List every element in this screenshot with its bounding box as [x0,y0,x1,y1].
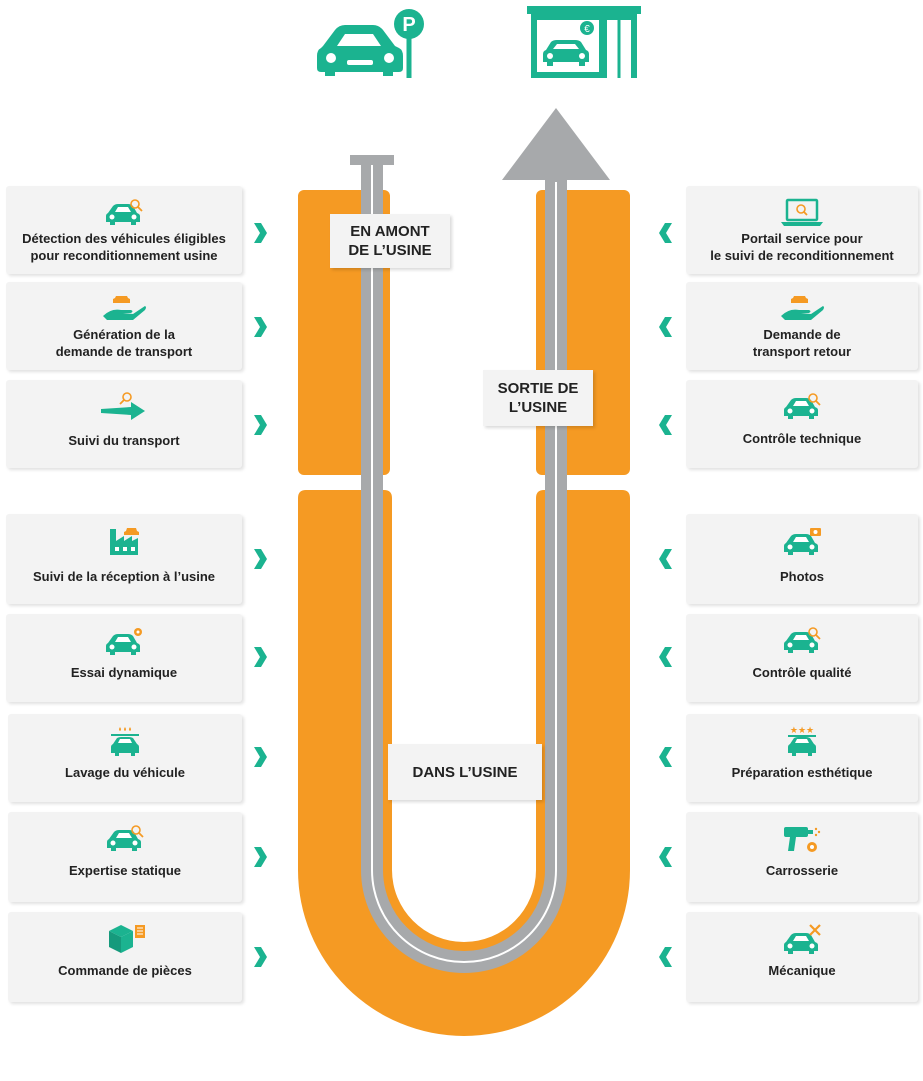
step-label: Portail service pour le suivi de recondi… [710,231,894,263]
car-search-icon [104,196,144,230]
factory-car-icon [106,524,142,558]
step-label: Photos [779,569,825,584]
parts-box-icon [103,922,147,956]
gray-path-cap [350,155,394,165]
chevron-right-icon [254,747,267,767]
car-wash-icon [107,724,143,758]
step-card-vehicle-detection[interactable]: Détection des véhicules éligibles pour r… [6,186,242,274]
car-gear-icon [104,624,144,658]
step-card-cosmetic-prep[interactable]: ★★★ Préparation esthétique [686,714,918,802]
step-card-photos[interactable]: Photos [686,514,918,604]
step-label: Demande de transport retour [752,327,852,359]
step-card-return-transport[interactable]: Demande de transport retour [686,282,918,370]
white-stripe [371,158,557,963]
car-search-icon [105,822,145,856]
chevron-right-icon [254,549,267,569]
chevron-right-icon [254,647,267,667]
chevron-left-icon [659,415,672,435]
step-card-parts-order[interactable]: Commande de pièces [8,912,242,1002]
step-card-quality-control[interactable]: Contrôle qualité [686,614,918,702]
chevron-left-icon [659,549,672,569]
step-label: Essai dynamique [70,665,178,680]
step-label: Suivi de la réception à l’usine [32,569,216,584]
step-card-transport-request[interactable]: Génération de la demande de transport [6,282,242,370]
step-label: Contrôle technique [742,431,862,446]
chevron-left-icon [659,317,672,337]
step-label: Mécanique [768,963,836,978]
chevron-left-icon [659,223,672,243]
car-search-icon [782,624,822,658]
svg-text:€: € [584,24,590,35]
car-tools-icon [782,922,822,956]
arrow-search-icon [99,390,149,424]
step-card-vehicle-wash[interactable]: Lavage du véhicule [8,714,242,802]
stage-upstream-label: EN AMONT DE L’USINE [330,214,450,268]
laptop-search-icon [779,196,825,230]
car-camera-icon [782,524,822,558]
chevron-left-icon [659,947,672,967]
chevron-right-icon [254,847,267,867]
chevron-right-icon [254,223,267,243]
chevron-right-icon [254,415,267,435]
chevron-left-icon [659,647,672,667]
step-label: Préparation esthétique [731,765,873,780]
gray-flow-path [361,150,567,973]
step-card-road-test[interactable]: Essai dynamique [6,614,242,702]
step-card-mechanics[interactable]: Mécanique [686,912,918,1002]
step-label: Carrosserie [765,863,839,878]
step-label: Détection des véhicules éligibles pour r… [22,231,226,263]
hand-car-icon [101,292,147,326]
hand-car-icon [779,292,825,326]
exit-arrow-head [502,108,610,180]
step-card-transport-tracking[interactable]: Suivi du transport [6,380,242,468]
paint-gun-icon [782,822,822,856]
step-card-bodywork[interactable]: Carrosserie [686,812,918,902]
car-stars-icon: ★★★ [784,724,820,758]
step-card-factory-reception[interactable]: Suivi de la réception à l’usine [6,514,242,604]
car-parking-icon: P [315,6,425,78]
car-search-icon [782,390,822,424]
step-label: Commande de pièces [58,963,192,978]
car-dealership-icon: € [527,6,641,78]
chevron-right-icon [254,317,267,337]
step-card-service-portal[interactable]: Portail service pour le suivi de recondi… [686,186,918,274]
svg-text:P: P [402,14,415,36]
step-card-technical-inspection[interactable]: Contrôle technique [686,380,918,468]
svg-text:★★★: ★★★ [790,726,814,736]
chevron-left-icon [659,747,672,767]
stage-exit-label: SORTIE DE L’USINE [483,370,593,426]
step-label: Lavage du véhicule [65,765,185,780]
step-label: Suivi du transport [68,433,180,448]
step-card-static-inspection[interactable]: Expertise statique [8,812,242,902]
step-label: Expertise statique [69,863,181,878]
stage-factory-label: DANS L’USINE [388,744,542,800]
chevron-left-icon [659,847,672,867]
step-label: Génération de la demande de transport [55,327,193,359]
step-label: Contrôle qualité [752,665,852,680]
chevron-right-icon [254,947,267,967]
